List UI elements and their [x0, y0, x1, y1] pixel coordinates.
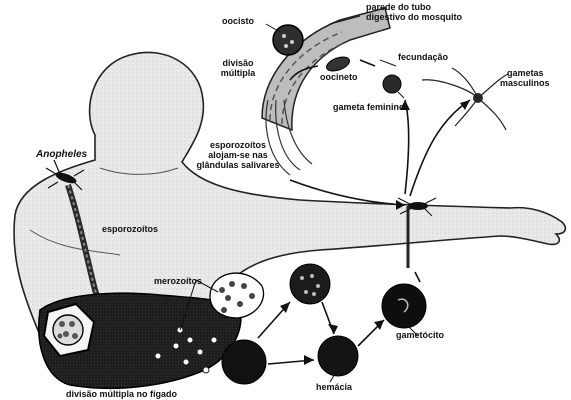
- rbc-4-gametocyte: [382, 284, 426, 328]
- rbc-3-hemacia: [318, 336, 358, 376]
- label-gameta-feminino: gameta feminino: [333, 102, 405, 112]
- label-oocineto: oocineto: [320, 72, 358, 82]
- oocyst-cell: [273, 25, 303, 55]
- label-parede-line2: digestivo do mosquito: [366, 12, 462, 22]
- rbc-2: [290, 264, 330, 304]
- label-gametas-line2: masculinos: [500, 78, 550, 88]
- label-merozoitos: merozoítos: [154, 276, 202, 286]
- label-gametocito: gametócito: [396, 330, 444, 340]
- label-parede-line1: parede do tubo: [366, 2, 431, 12]
- label-fecundacao: fecundação: [398, 52, 448, 62]
- label-oocisto: oocisto: [188, 16, 254, 26]
- label-hemacia: hemácia: [316, 382, 352, 392]
- female-gamete-cell: [383, 75, 401, 93]
- label-anopheles: Anopheles: [36, 150, 87, 160]
- ookinete-cell: [325, 54, 352, 73]
- label-divisao-line2: múltipla: [214, 68, 262, 78]
- label-esporo-line1: esporozoítos: [190, 140, 286, 150]
- merozoite-cluster: [210, 273, 264, 318]
- label-esporo-line2: alojam-se nas: [190, 150, 286, 160]
- label-divisao-line1: divisão: [214, 58, 262, 68]
- label-gametas-line1: gametas: [507, 68, 544, 78]
- label-esporo-line3: glândulas salivares: [190, 160, 286, 170]
- rbc-1: [222, 340, 266, 384]
- label-esporozoitos: esporozoítos: [102, 224, 158, 234]
- label-divisao-figado: divisão múltipla no fígado: [66, 389, 177, 399]
- male-gametes: [422, 68, 508, 130]
